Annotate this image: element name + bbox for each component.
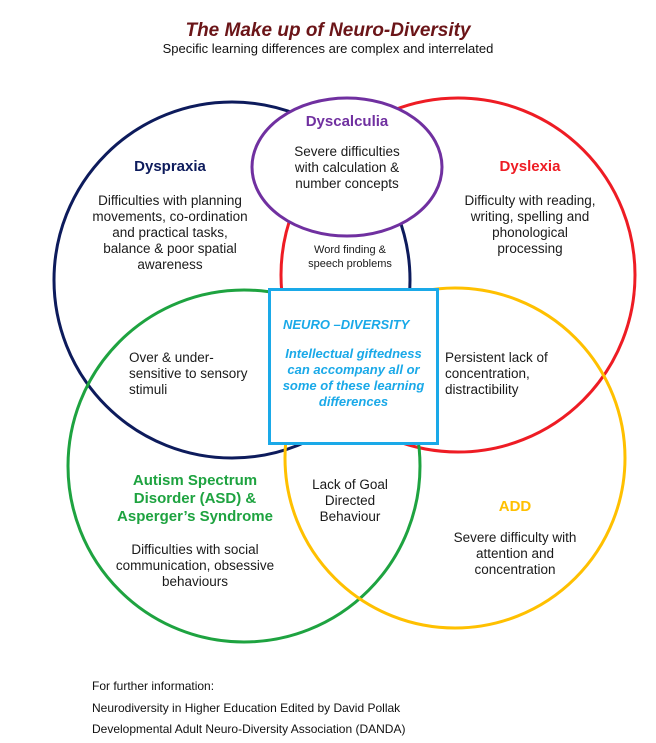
dyspraxia-description: Difficulties with planning movements, co… <box>80 193 260 273</box>
dyscalculia-ellipse <box>250 96 444 238</box>
add-title: ADD <box>498 498 532 515</box>
text-line: Intellectual giftedness <box>285 346 422 361</box>
text-line: some of these learning <box>282 378 425 393</box>
text-line: concentration <box>474 562 556 577</box>
text-line: writing, spelling and <box>470 209 590 224</box>
footer-reference: Neurodiversity in Higher Education Edite… <box>92 701 401 715</box>
text-line: and practical tasks, <box>112 225 228 240</box>
sensory-overlap: Over & under- sensitive to sensory stimu… <box>129 350 269 398</box>
text-line: Directed <box>324 493 376 508</box>
text-line: with calculation & <box>294 160 400 175</box>
footer-reference: Developmental Adult Neuro-Diversity Asso… <box>92 722 406 736</box>
text-line: Autism Spectrum <box>132 472 258 489</box>
text-line: stimuli <box>129 382 168 397</box>
diagram-title: The Make up of Neuro-Diversity <box>185 20 471 41</box>
text-line: distractibility <box>445 382 519 397</box>
text-line: Difficulties with planning <box>98 193 242 208</box>
text-line: concentration, <box>445 366 530 381</box>
dyslexia-description: Difficulty with reading, writing, spelli… <box>450 193 610 257</box>
text-line: movements, co-ordination <box>92 209 248 224</box>
text-line: speech problems <box>308 258 392 270</box>
diagram-subtitle: Specific learning differences are comple… <box>162 41 494 56</box>
text-line: Asperger’s Syndrome <box>117 508 273 525</box>
concentration-overlap: Persistent lack of concentration, distra… <box>445 350 585 398</box>
add-description: Severe difficulty with attention and con… <box>440 530 590 578</box>
autism-title: Autism Spectrum Disorder (ASD) & Asperge… <box>95 472 295 526</box>
dyscalculia-title: Dyscalculia <box>305 113 389 130</box>
text-line: Over & under- <box>129 350 214 365</box>
text-line: behaviours <box>161 574 229 589</box>
goal-overlap: Lack of Goal Directed Behaviour <box>300 477 400 525</box>
autism-circle <box>66 288 422 644</box>
neurodiversity-title: NEURO –DIVERSITY <box>283 317 410 332</box>
neurodiversity-box: NEURO –DIVERSITY Intellectual giftedness… <box>268 288 439 445</box>
autism-description: Difficulties with social communication, … <box>100 542 290 590</box>
text-line: Word finding & <box>314 244 386 256</box>
text-line: balance & poor spatial <box>103 241 237 256</box>
text-line: can accompany all or <box>287 362 420 377</box>
footer-heading: For further information: <box>92 679 215 693</box>
dyspraxia-title: Dyspraxia <box>134 158 206 175</box>
text-line: Severe difficulty with <box>453 530 577 545</box>
text-line: Severe difficulties <box>294 144 400 159</box>
text-line: differences <box>318 394 389 409</box>
word-finding-overlap: Word finding & speech problems <box>290 243 410 271</box>
text-line: Behaviour <box>319 509 381 524</box>
text-line: Disorder (ASD) & <box>133 490 257 507</box>
text-line: phonological <box>492 225 568 240</box>
text-line: awareness <box>137 257 203 272</box>
text-line: sensitive to sensory <box>129 366 248 381</box>
text-line: processing <box>497 241 563 256</box>
add-circle <box>283 286 627 630</box>
text-line: Lack of Goal <box>312 477 388 492</box>
neurodiversity-description: Intellectual giftedness can accompany al… <box>271 346 436 410</box>
text-line: communication, obsessive <box>115 558 275 573</box>
text-line: attention and <box>475 546 555 561</box>
text-line: number concepts <box>295 176 399 191</box>
text-line: Persistent lack of <box>445 350 548 365</box>
dyslexia-title: Dyslexia <box>499 158 561 175</box>
dyscalculia-description: Severe difficulties with calculation & n… <box>262 144 432 192</box>
dyslexia-circle <box>279 96 637 454</box>
text-line: Difficulty with reading, <box>464 193 596 208</box>
text-line: Difficulties with social <box>131 542 259 557</box>
dyspraxia-circle <box>52 100 412 460</box>
